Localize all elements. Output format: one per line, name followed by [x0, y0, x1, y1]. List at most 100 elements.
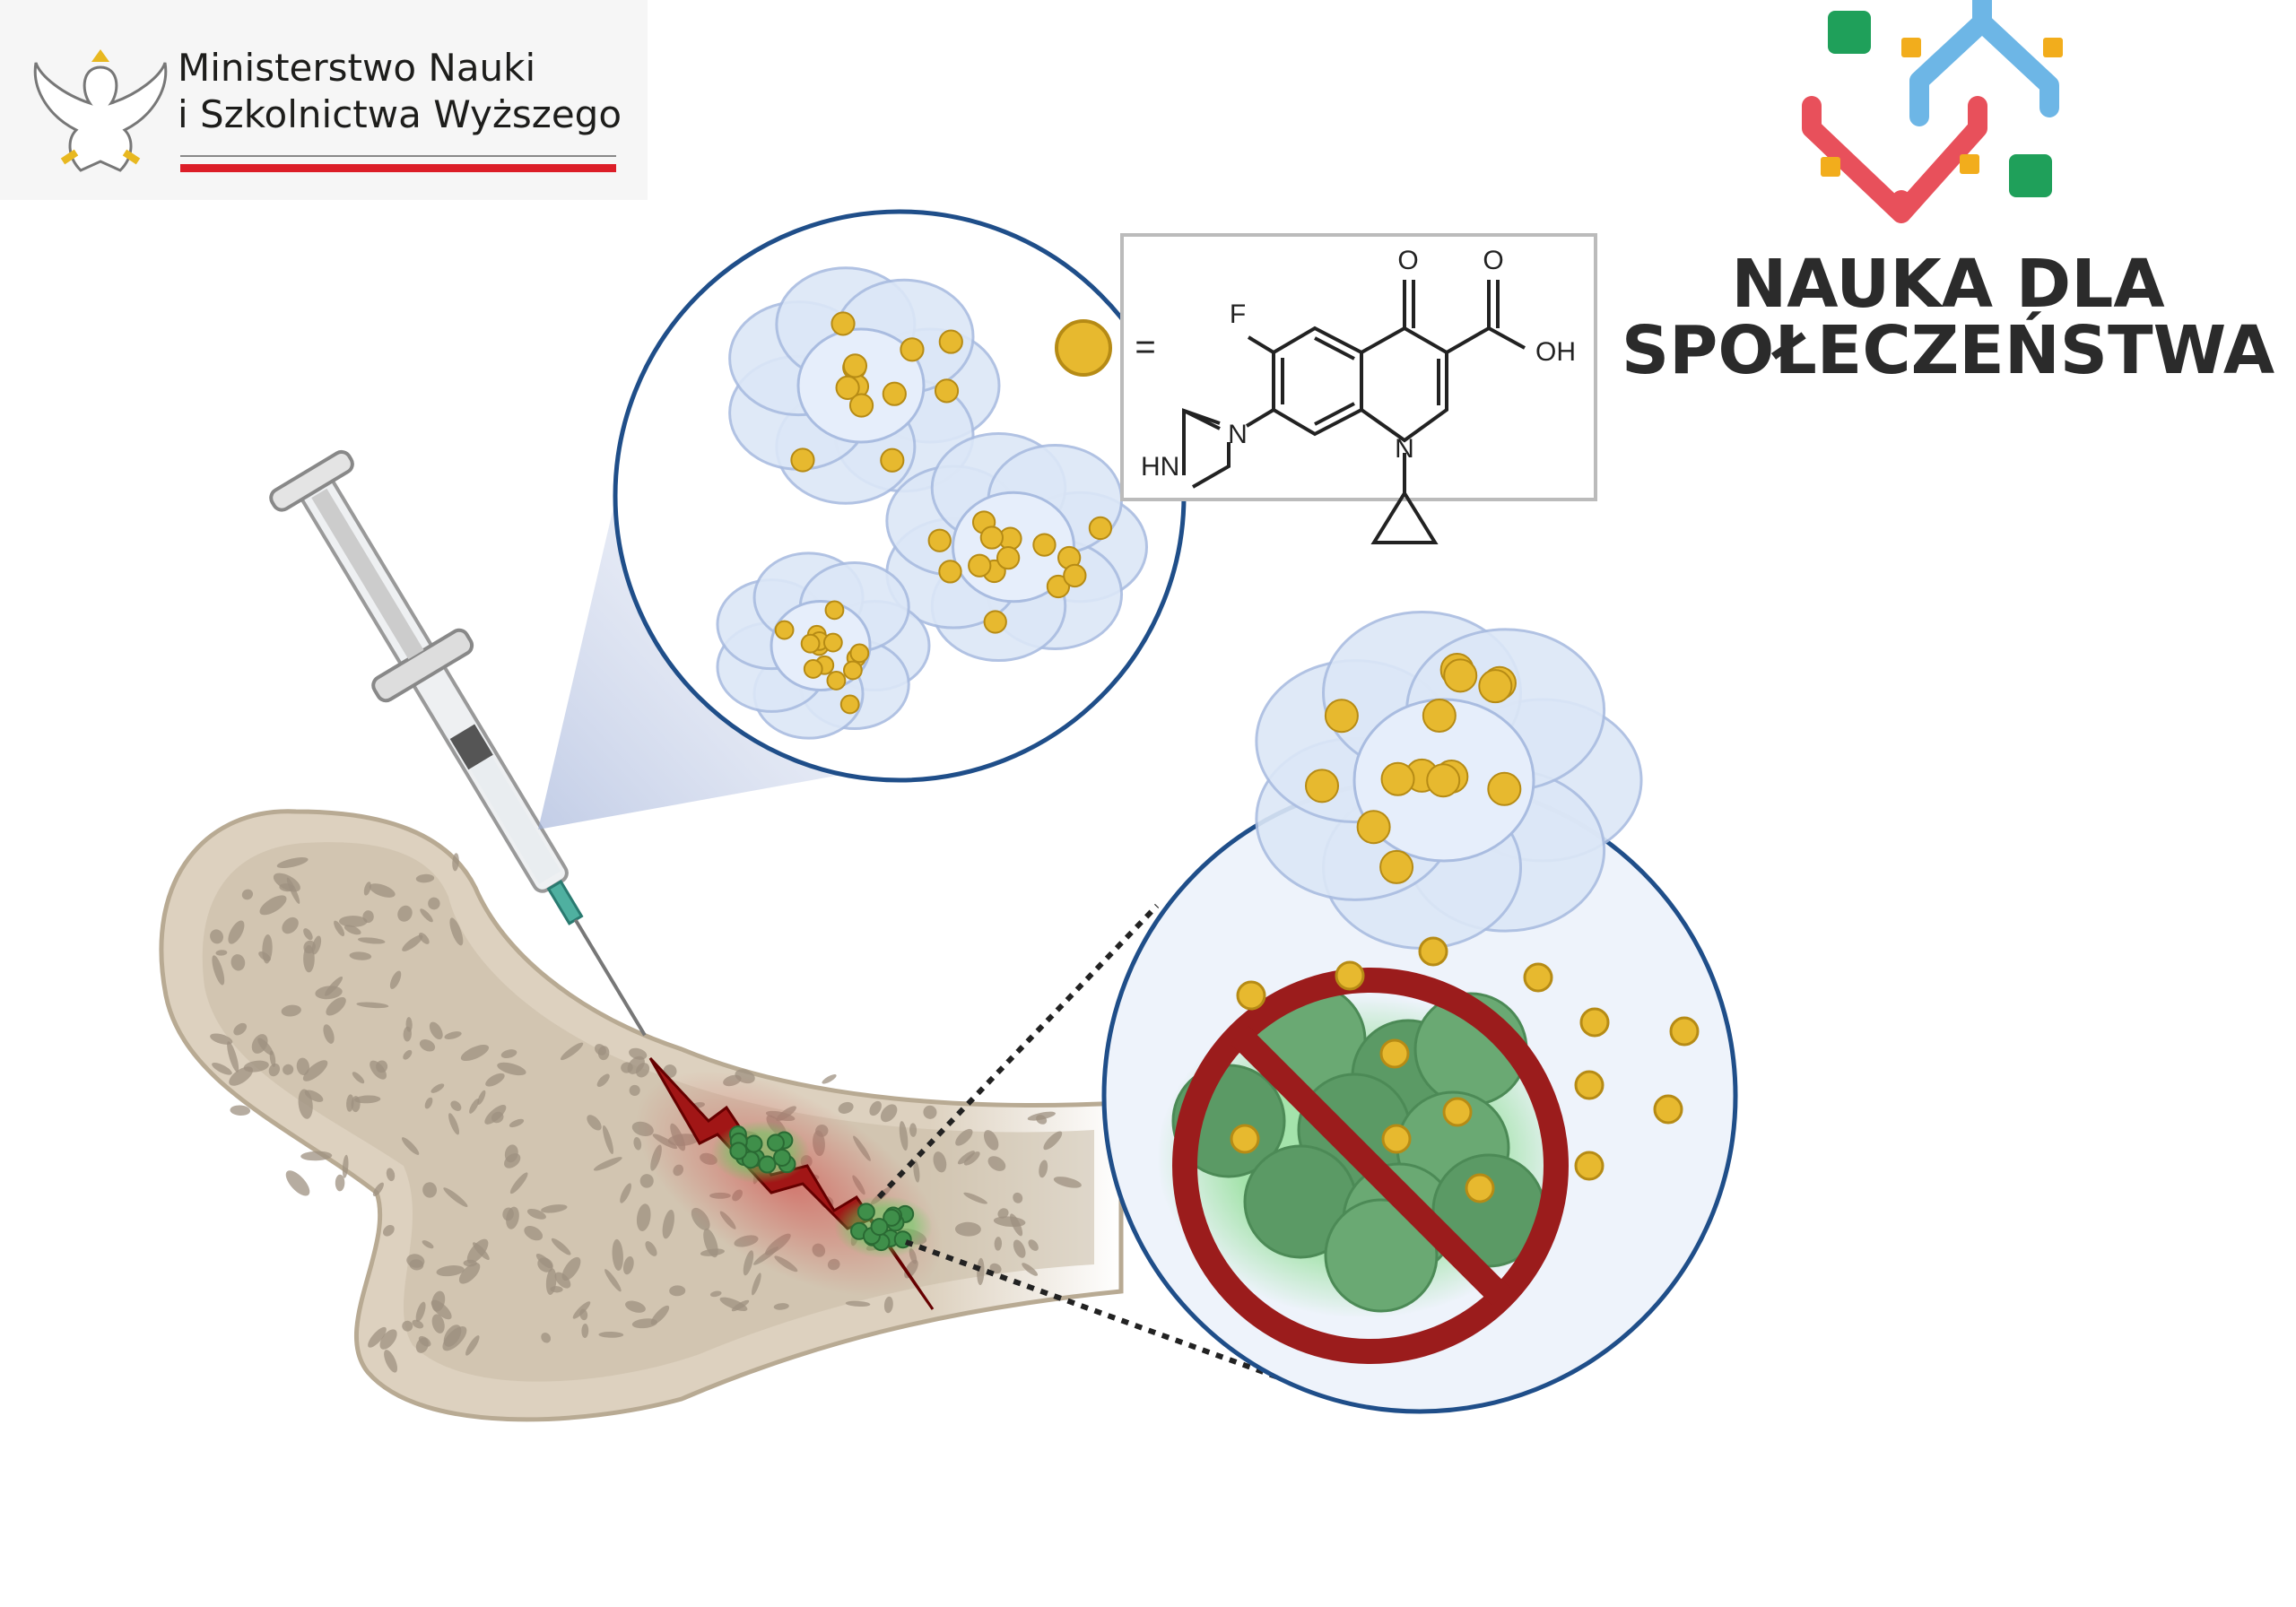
- trabecula: [983, 1130, 999, 1151]
- trabecula: [429, 1021, 443, 1040]
- trabecula: [669, 1285, 686, 1297]
- trabecula: [334, 920, 345, 937]
- trabecula: [581, 1323, 589, 1338]
- atom-nh: HN: [1141, 452, 1179, 482]
- trabecula: [323, 1024, 335, 1044]
- trabecula: [346, 1094, 354, 1112]
- trabecula: [541, 1204, 568, 1213]
- drug-loaded-cells-zoom: [613, 209, 1187, 783]
- trabecula: [428, 897, 440, 910]
- drug-particle: [882, 381, 907, 406]
- drug-particle: [822, 632, 843, 653]
- drug-particle: [1324, 699, 1359, 734]
- trabecula: [485, 1073, 505, 1087]
- network-icon: [1802, 0, 2063, 223]
- trabecula: [845, 1300, 871, 1307]
- trabecula: [469, 1099, 480, 1114]
- trabecula: [281, 1004, 301, 1017]
- trabecula: [1022, 1263, 1039, 1276]
- trabecula: [709, 1290, 722, 1298]
- trabecula: [229, 1066, 253, 1086]
- drug-particle: [1574, 1151, 1605, 1181]
- trabecula: [405, 1017, 413, 1032]
- trabecula: [402, 934, 423, 951]
- trabecula: [303, 928, 313, 941]
- trabecula: [838, 1101, 854, 1114]
- trabecula: [560, 1042, 584, 1061]
- drug-particle: [831, 311, 856, 336]
- trabecula: [650, 1305, 670, 1325]
- trabecula: [296, 1057, 310, 1075]
- trabecula: [285, 1170, 310, 1196]
- trabecula: [598, 1331, 624, 1338]
- nauka-dla-spoleczenstwa-logo: NAUKA DLA SPOŁECZEŃSTWA: [1622, 0, 2274, 389]
- trabecula: [422, 1182, 438, 1198]
- zoom-lines: [876, 903, 1302, 1388]
- trabecula: [963, 1151, 980, 1166]
- trabecula: [415, 1301, 426, 1322]
- bacterium: [857, 1203, 875, 1221]
- drug-particle: [983, 610, 1007, 634]
- ciprofloxacin-structure: O O F OH N N HN: [1120, 233, 1597, 544]
- trabecula: [430, 1083, 445, 1093]
- drug-particle: [826, 671, 847, 691]
- drug-particle: [1465, 1173, 1495, 1203]
- trabecula: [622, 1255, 634, 1275]
- drug-particle: [1422, 699, 1457, 734]
- trabecula: [955, 1128, 973, 1146]
- drug-particle: [1653, 1094, 1683, 1125]
- trabecula: [537, 1257, 553, 1273]
- trabecula: [362, 910, 374, 924]
- drug-particle: [1356, 810, 1391, 845]
- drug-particle: [1379, 849, 1414, 884]
- trabecula: [700, 1248, 725, 1256]
- drug-particle: [1305, 769, 1340, 804]
- program-name-line1: NAUKA DLA: [1731, 246, 2164, 323]
- fracture: [635, 1056, 944, 1310]
- trabecula: [349, 951, 372, 960]
- trabecula: [372, 1182, 384, 1196]
- drug-particle: [900, 337, 925, 362]
- trabecula: [431, 1314, 445, 1333]
- trabecula: [450, 1100, 462, 1111]
- ministry-name-line1: Ministerstwo Nauki: [178, 46, 535, 90]
- trabecula: [631, 1318, 657, 1329]
- trabecula: [436, 1265, 465, 1277]
- drug-particle-icon: [1055, 319, 1112, 377]
- bacterium: [758, 1155, 777, 1174]
- cell-cluster: [885, 431, 1148, 663]
- trabecula: [1013, 1239, 1026, 1258]
- trabecula: [1027, 1111, 1056, 1121]
- drug-particle: [968, 553, 992, 578]
- trabecula: [509, 1118, 525, 1128]
- trabecula: [300, 1151, 333, 1161]
- trabecula: [282, 916, 299, 934]
- trabecula: [449, 917, 464, 946]
- trabecula: [504, 1153, 521, 1168]
- trabecula: [369, 883, 396, 898]
- trabecula: [389, 970, 402, 989]
- drug-particle: [1442, 1097, 1473, 1127]
- drug-particle: [1379, 1038, 1410, 1069]
- trabecula: [376, 1060, 388, 1073]
- trabecula: [1039, 1160, 1048, 1178]
- atom-n-ring: N: [1395, 434, 1414, 464]
- trabecula: [212, 955, 225, 986]
- trabecula: [491, 1111, 504, 1124]
- trabecula: [227, 1041, 239, 1073]
- drug-particle: [1236, 980, 1266, 1011]
- trabecula: [963, 1192, 987, 1204]
- trabecula: [230, 954, 246, 971]
- trabecula: [993, 1216, 1026, 1228]
- bacterium: [1324, 1198, 1439, 1313]
- drug-particle: [1574, 1070, 1605, 1100]
- trabecula: [465, 1335, 480, 1356]
- trabecula: [477, 1090, 486, 1105]
- trabecula: [430, 1299, 452, 1320]
- trabecula: [639, 1174, 654, 1188]
- ministry-red-bar: [180, 164, 616, 172]
- trabecula: [357, 937, 386, 944]
- drug-particle: [934, 378, 960, 404]
- atom-o-acid: O: [1483, 246, 1503, 275]
- trabecula: [822, 1074, 837, 1084]
